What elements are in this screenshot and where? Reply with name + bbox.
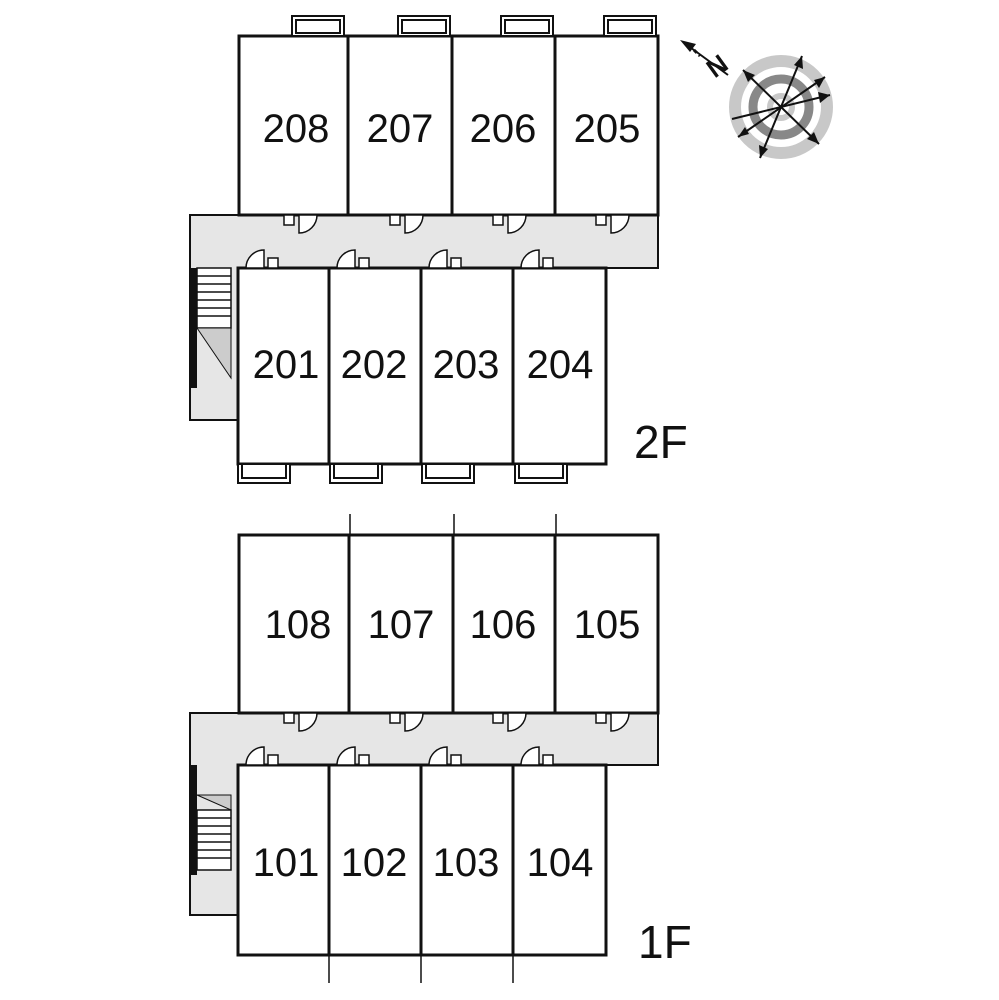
room-208-label: 208 bbox=[263, 107, 330, 151]
room-105-label: 105 bbox=[574, 603, 641, 647]
back-room-row bbox=[237, 533, 660, 715]
balconies bbox=[237, 463, 568, 484]
room-206[interactable] bbox=[450, 34, 557, 217]
doors bbox=[245, 249, 554, 269]
partition-lines bbox=[328, 514, 557, 983]
room-202-label: 202 bbox=[341, 343, 408, 387]
front-room-row bbox=[236, 763, 608, 957]
floor-1f: 108 107 106 105 101 102 103 104 1F bbox=[189, 514, 692, 983]
room-104[interactable] bbox=[511, 763, 608, 957]
floor-label-2f: 2F bbox=[634, 416, 688, 468]
front-room-row bbox=[236, 266, 608, 466]
room-203-label: 203 bbox=[433, 343, 500, 387]
doors bbox=[245, 746, 554, 766]
room-202[interactable] bbox=[327, 266, 423, 466]
room-108-label: 108 bbox=[265, 603, 332, 647]
room-102-label: 102 bbox=[341, 841, 408, 885]
doors bbox=[283, 214, 630, 234]
room-201-label: 201 bbox=[253, 343, 320, 387]
room-107-label: 107 bbox=[368, 603, 435, 647]
room-106[interactable] bbox=[451, 533, 557, 715]
room-101[interactable] bbox=[236, 763, 331, 957]
room-204[interactable] bbox=[511, 266, 608, 466]
room-206-label: 206 bbox=[470, 107, 537, 151]
room-108[interactable] bbox=[237, 533, 351, 715]
room-105[interactable] bbox=[553, 533, 660, 715]
floor-2f: 208 207 206 205 201 202 203 204 2F bbox=[189, 15, 688, 484]
room-102[interactable] bbox=[327, 763, 423, 957]
floor-label-1f: 1F bbox=[638, 916, 692, 968]
room-101-label: 101 bbox=[253, 841, 320, 885]
room-103[interactable] bbox=[419, 763, 515, 957]
doors bbox=[283, 712, 630, 732]
room-205-label: 205 bbox=[574, 107, 641, 151]
staircase bbox=[190, 765, 232, 875]
room-106-label: 106 bbox=[470, 603, 537, 647]
compass-north-label: N bbox=[701, 48, 734, 83]
room-205[interactable] bbox=[553, 34, 660, 217]
room-204-label: 204 bbox=[527, 343, 594, 387]
staircase bbox=[190, 267, 232, 388]
room-104-label: 104 bbox=[527, 841, 594, 885]
room-207-label: 207 bbox=[367, 107, 434, 151]
balconies bbox=[291, 15, 657, 37]
compass-icon: N bbox=[680, 40, 833, 159]
room-103-label: 103 bbox=[433, 841, 500, 885]
